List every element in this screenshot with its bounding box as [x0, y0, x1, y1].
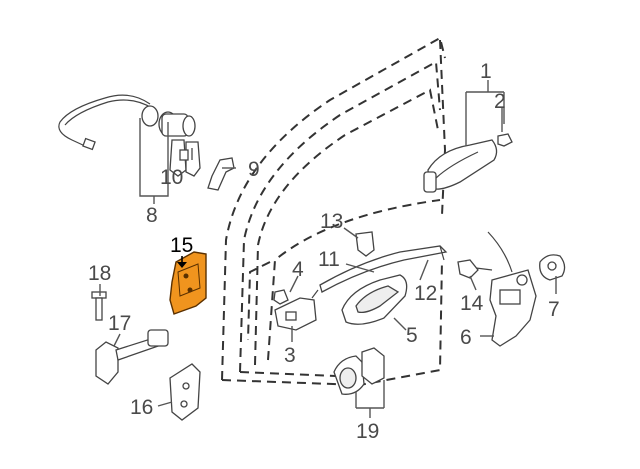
handle-bezel-and-cover [333, 347, 385, 395]
lock-rods [311, 245, 448, 299]
callout-9: 9 [248, 158, 260, 181]
callout-16: 16 [130, 396, 153, 419]
small-bracket [355, 231, 375, 257]
callout-1: 1 [480, 60, 492, 83]
callout-4: 4 [292, 258, 304, 281]
callout-3: 3 [284, 344, 296, 367]
callout-7: 7 [548, 298, 560, 321]
callout-10: 10 [160, 166, 183, 189]
callout-6: 6 [460, 326, 472, 349]
callout-19: 19 [356, 420, 379, 443]
callout-11: 11 [318, 248, 340, 271]
door-frame-outline [221, 36, 447, 387]
door-latch-actuator [487, 231, 537, 347]
lock-cylinder-assembly [58, 94, 201, 177]
leader-lines [99, 80, 557, 418]
callout-8: 8 [146, 204, 158, 227]
inside-handle [341, 274, 408, 325]
callout-17: 17 [108, 312, 131, 335]
callout-12: 12 [414, 282, 437, 305]
retainer-clip [207, 157, 235, 191]
latch-sensor [457, 259, 493, 279]
upper-door-hinge-highlighted [169, 251, 207, 315]
inside-lock-knob [273, 289, 317, 331]
callout-15: 15 [170, 234, 193, 257]
door-striker [539, 254, 566, 281]
hinge-bolt [91, 291, 107, 321]
handle-screw [497, 133, 513, 147]
callout-14: 14 [460, 292, 484, 315]
callout-labels: 1 2 3 4 5 6 7 8 9 10 11 12 13 14 15 16 1… [88, 60, 560, 443]
callout-13: 13 [320, 210, 343, 233]
callout-5: 5 [406, 324, 418, 347]
outside-handle [423, 139, 498, 193]
callout-18: 18 [88, 262, 111, 285]
callout-2: 2 [494, 90, 506, 113]
door-check-link [95, 329, 169, 385]
lower-door-hinge [169, 363, 201, 421]
